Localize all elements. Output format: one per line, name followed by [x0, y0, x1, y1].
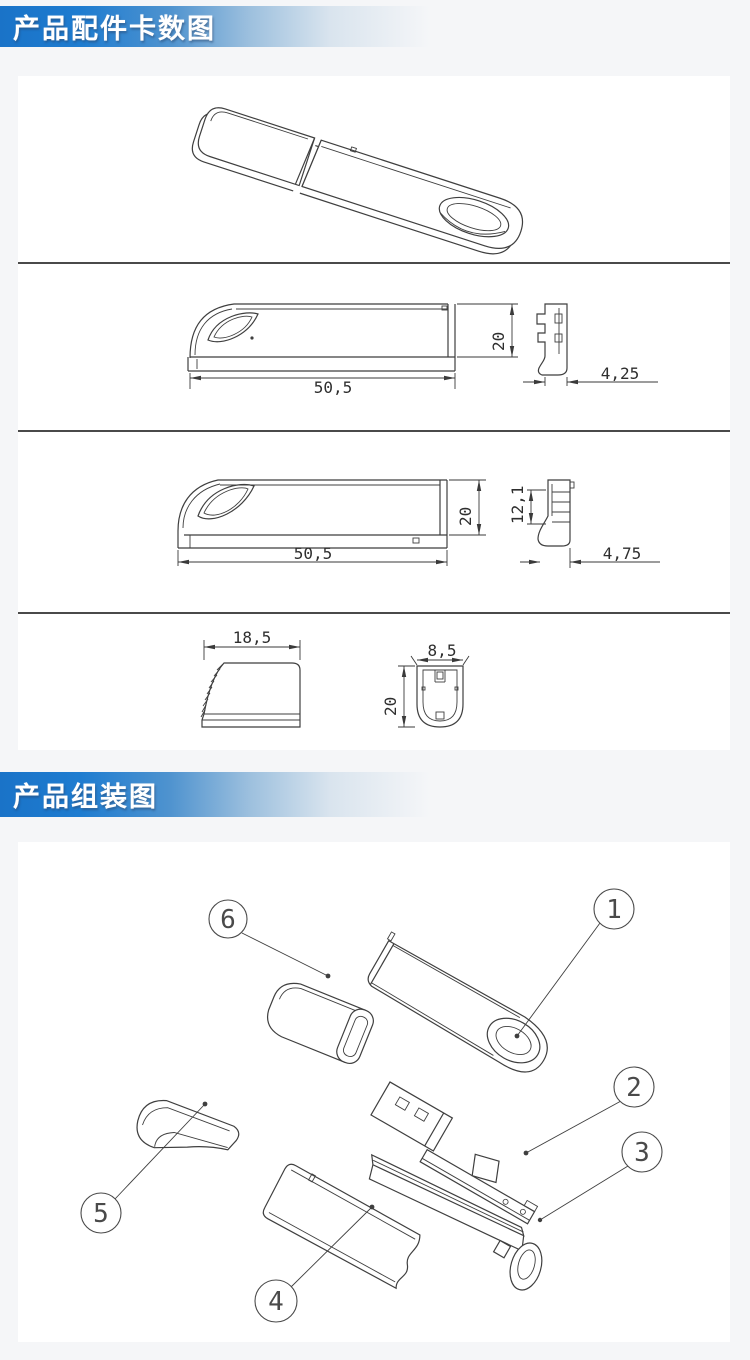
- callout-6: 6: [208, 899, 248, 939]
- dim-cap-width-text: 8,5: [428, 641, 457, 660]
- spec-drawings-panel: 50,5 20 4,25: [18, 76, 730, 750]
- dim-cap-side-width: 4,25: [523, 364, 658, 386]
- cap-profile-view: 18,5: [200, 628, 301, 728]
- dim-side-width: 4,75: [520, 544, 660, 568]
- dim-side-width-text: 4,75: [603, 544, 642, 563]
- part-lower-tray: [368, 1153, 543, 1291]
- iso-body-outline: [301, 139, 524, 249]
- parts-section-header: 产品配件卡数图: [0, 6, 480, 47]
- section-dividers: [18, 262, 730, 614]
- callout-1: 1: [593, 888, 635, 930]
- dim-height-no-cap: 20: [449, 479, 486, 536]
- part-upper-shell: [367, 931, 548, 1073]
- dim-cap-length-text: 18,5: [233, 628, 272, 647]
- thumb-slot-2: [197, 483, 255, 520]
- dim-length-no-cap-text: 50,5: [294, 544, 333, 563]
- dim-length-no-cap: 50,5: [177, 544, 448, 566]
- part-cap: [266, 982, 374, 1065]
- iso-cap-outline: [197, 107, 316, 187]
- cap-hatching: [200, 663, 224, 718]
- part-clip: [136, 1099, 240, 1151]
- callout-5: 5: [80, 1192, 122, 1234]
- dim-cap-width: 8,5: [410, 641, 470, 666]
- assembly-section-title: 产品组装图: [13, 782, 158, 812]
- callout-leaders: [114, 922, 629, 1289]
- thumb-slot: [207, 312, 259, 343]
- dim-connector-height-text: 12,1: [508, 485, 527, 524]
- part-pcb: [370, 1081, 539, 1225]
- callout-4: 4: [254, 1279, 298, 1323]
- parts-section-title: 产品配件卡数图: [13, 14, 216, 44]
- cap-section-view: 8,5 20: [381, 641, 470, 728]
- spec-drawings-svg: 50,5 20 4,25: [18, 107, 730, 728]
- iso-ring-hole: [438, 196, 510, 238]
- assembly-section-header: 产品组装图: [0, 772, 480, 817]
- side-view-with-cap: 50,5 20 4,25: [187, 303, 658, 397]
- end-view-with-cap: [536, 303, 568, 376]
- dim-cap-height-text: 20: [381, 697, 400, 716]
- dim-height-no-cap-text: 20: [456, 507, 475, 526]
- assembly-svg: 6 1 2 3 5 4: [80, 888, 663, 1323]
- end-view-no-cap: [537, 479, 575, 547]
- callout-5-number: 5: [93, 1199, 109, 1229]
- callout-1-number: 1: [606, 895, 622, 925]
- dim-length-with-cap: 50,5: [189, 373, 456, 397]
- usb-drive-isometric-view: [191, 107, 524, 255]
- callout-2-number: 2: [626, 1073, 642, 1103]
- callout-3-number: 3: [634, 1138, 650, 1168]
- dim-height-with-cap: 20: [457, 303, 518, 358]
- dim-height-with-cap-text: 20: [489, 332, 508, 351]
- callout-3: 3: [621, 1131, 663, 1173]
- dim-length-with-cap-text: 50,5: [314, 378, 353, 397]
- part-lower-shell: [262, 1163, 421, 1290]
- side-view-no-cap: 50,5 20 12,1: [177, 479, 660, 568]
- callout-2: 2: [613, 1066, 655, 1108]
- dim-cap-height: 20: [381, 665, 415, 728]
- dim-connector-height: 12,1: [508, 485, 546, 525]
- dim-cap-side-width-text: 4,25: [601, 364, 640, 383]
- dim-cap-length: 18,5: [203, 628, 301, 660]
- callout-6-number: 6: [220, 905, 236, 935]
- assembly-panel: 6 1 2 3 5 4: [18, 842, 730, 1342]
- callout-4-number: 4: [268, 1287, 284, 1317]
